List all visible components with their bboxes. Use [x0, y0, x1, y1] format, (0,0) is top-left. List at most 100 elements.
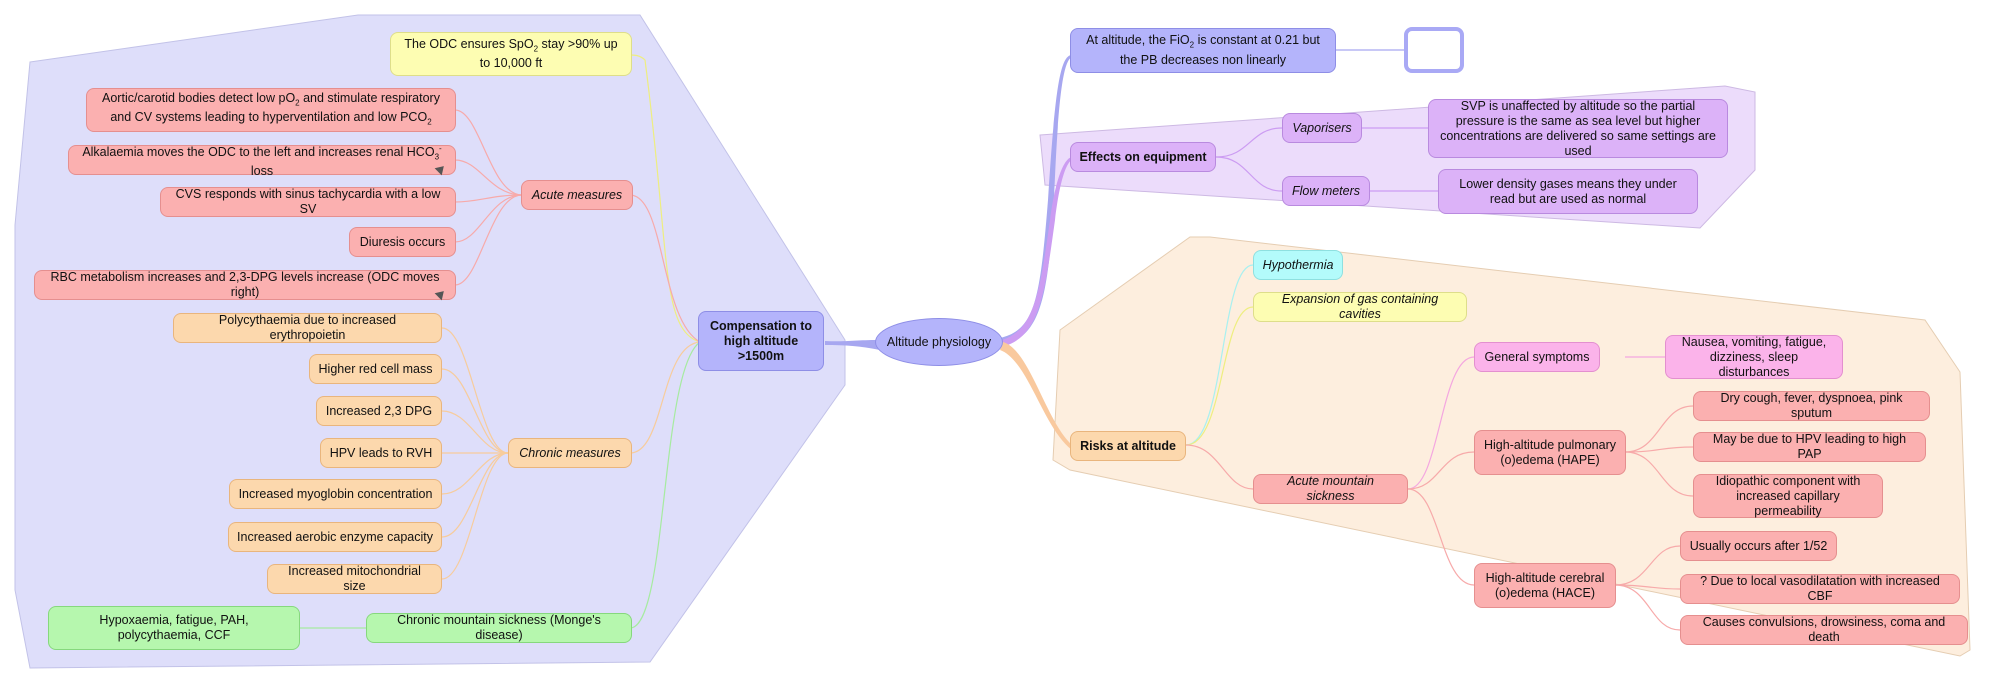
- flow-meters-detail-node[interactable]: Lower density gases means they under rea…: [1438, 169, 1698, 214]
- acute-measures-node[interactable]: Acute measures: [521, 180, 633, 210]
- chronic-item-text: Increased mitochondrial size: [288, 564, 421, 593]
- gas-expansion-node[interactable]: Expansion of gas containing cavities: [1253, 292, 1467, 322]
- aortic-carotid-text: Aortic/carotid bodies detect low pO2 and…: [102, 90, 440, 127]
- cms-detail-text: Hypoxaemia, fatigue, PAH, polycythaemia,…: [99, 613, 249, 642]
- edge-acute-rbc: [454, 194, 523, 286]
- cms-detail-node[interactable]: Hypoxaemia, fatigue, PAH, polycythaemia,…: [48, 606, 300, 650]
- edge-hypothermia: [1185, 264, 1254, 446]
- hace-item[interactable]: ? Due to local vasodilatation with incre…: [1680, 574, 1960, 604]
- vaporisers-detail-text: SVP is unaffected by altitude so the par…: [1440, 98, 1716, 158]
- general-symptoms-node[interactable]: General symptoms: [1474, 342, 1600, 372]
- chronic-mountain-sickness-node[interactable]: Chronic mountain sickness (Monge's disea…: [366, 613, 632, 643]
- branch-to-risks: [1000, 342, 1072, 450]
- edge-hape-1: [1624, 405, 1694, 453]
- hape-node[interactable]: High-altitude pulmonary (o)edema (HAPE): [1474, 430, 1626, 475]
- edge-general: [1407, 356, 1475, 490]
- chronic-item-text: Higher red cell mass: [318, 361, 433, 376]
- flow-meters-label: Flow meters: [1291, 183, 1361, 198]
- equipment-node[interactable]: Effects on equipment: [1070, 142, 1216, 172]
- hape-item-text: Dry cough, fever, dyspnoea, pink sputum: [1720, 391, 1903, 420]
- edge-chronic-7: [441, 452, 509, 580]
- branch-to-equipment: [1002, 157, 1072, 346]
- compensation-node[interactable]: Compensation to high altitude >1500m: [698, 311, 824, 371]
- edge-chronic-6: [441, 452, 509, 538]
- chronic-item[interactable]: HPV leads to RVH: [320, 438, 442, 468]
- hape-item[interactable]: May be due to HPV leading to high PAP: [1693, 432, 1926, 462]
- acute-measures-label: Acute measures: [531, 187, 623, 202]
- odc-note-text: The ODC ensures SpO2 stay >90% up to 10,…: [404, 36, 618, 71]
- risks-node[interactable]: Risks at altitude: [1070, 431, 1186, 461]
- chronic-measures-label: Chronic measures: [519, 445, 621, 460]
- hape-item[interactable]: Idiopathic component with increased capi…: [1693, 474, 1883, 518]
- fio2-text: At altitude, the FiO2 is constant at 0.2…: [1086, 33, 1320, 67]
- hape-item-text: Idiopathic component with increased capi…: [1715, 473, 1861, 518]
- chronic-measures-node[interactable]: Chronic measures: [508, 438, 632, 468]
- edge-acute-diuresis: [454, 194, 523, 243]
- root-node[interactable]: Altitude physiology: [875, 318, 1003, 366]
- hypothermia-node[interactable]: Hypothermia: [1253, 250, 1343, 280]
- edge-hace-3: [1614, 584, 1681, 631]
- chronic-item[interactable]: Increased aerobic enzyme capacity: [228, 522, 442, 552]
- hace-item-text: Causes convulsions, drowsiness, coma and…: [1702, 615, 1946, 644]
- edge-hape-2: [1624, 446, 1694, 453]
- hace-item-text: ? Due to local vasodilatation with incre…: [1700, 574, 1940, 603]
- alkalaemia-text: Alkalaemia moves the ODC to the left and…: [82, 143, 442, 179]
- hape-label: High-altitude pulmonary (o)edema (HAPE): [1483, 437, 1616, 467]
- edge-chronic-5: [441, 452, 509, 495]
- odc-note-node[interactable]: The ODC ensures SpO2 stay >90% up to 10,…: [390, 32, 632, 76]
- equipment-label: Effects on equipment: [1079, 149, 1207, 164]
- edge-gas: [1185, 306, 1254, 446]
- rbc-metabolism-node[interactable]: RBC metabolism increases and 2,3-DPG lev…: [34, 270, 456, 300]
- hace-label: High-altitude cerebral (o)edema (HACE): [1485, 570, 1605, 600]
- chronic-item[interactable]: Increased mitochondrial size: [267, 564, 442, 594]
- ams-label: Acute mountain sickness: [1287, 474, 1374, 503]
- chronic-item[interactable]: Polycythaemia due to increased erythropo…: [173, 313, 442, 343]
- image-placeholder-node[interactable]: [1404, 27, 1464, 73]
- hace-item-text: Usually occurs after 1/52: [1689, 538, 1828, 553]
- chronic-item[interactable]: Higher red cell mass: [309, 354, 442, 384]
- edge-odc-note: [629, 54, 701, 343]
- cms-label: Chronic mountain sickness (Monge's disea…: [397, 613, 601, 642]
- chronic-item[interactable]: Increased myoglobin concentration: [229, 479, 442, 509]
- chronic-item[interactable]: Increased 2,3 DPG: [316, 396, 442, 426]
- edge-hape: [1407, 451, 1475, 490]
- chronic-item-text: Increased aerobic enzyme capacity: [237, 529, 433, 544]
- vaporisers-node[interactable]: Vaporisers: [1282, 113, 1362, 143]
- flow-meters-detail-text: Lower density gases means they under rea…: [1459, 176, 1677, 206]
- edge-hape-3: [1624, 451, 1694, 497]
- risks-label: Risks at altitude: [1080, 438, 1176, 453]
- diuresis-node[interactable]: Diuresis occurs: [349, 227, 456, 257]
- edge-acute-aortic: [454, 109, 523, 196]
- hace-node[interactable]: High-altitude cerebral (o)edema (HACE): [1474, 563, 1616, 608]
- fio2-node[interactable]: At altitude, the FiO2 is constant at 0.2…: [1070, 28, 1336, 73]
- chronic-item-text: Polycythaemia due to increased erythropo…: [218, 313, 397, 342]
- general-symptoms-detail-node[interactable]: Nausea, vomiting, fatigue, dizziness, sl…: [1665, 335, 1843, 379]
- edge-hace-2: [1614, 584, 1681, 590]
- general-symptoms-detail-text: Nausea, vomiting, fatigue, dizziness, sl…: [1681, 334, 1827, 379]
- aortic-carotid-node[interactable]: Aortic/carotid bodies detect low pO2 and…: [86, 88, 456, 132]
- hace-item[interactable]: Usually occurs after 1/52: [1680, 531, 1837, 561]
- cvs-text: CVS responds with sinus tachycardia with…: [175, 187, 441, 216]
- vaporisers-detail-node[interactable]: SVP is unaffected by altitude so the par…: [1428, 99, 1728, 158]
- edge-chronic-3: [441, 410, 509, 454]
- alkalaemia-node[interactable]: Alkalaemia moves the ODC to the left and…: [68, 144, 456, 178]
- edge-chronic-1: [441, 327, 509, 454]
- edge-chronic-2: [441, 368, 509, 454]
- gas-expansion-label: Expansion of gas containing cavities: [1281, 292, 1439, 321]
- cvs-node[interactable]: CVS responds with sinus tachycardia with…: [160, 187, 456, 217]
- edge-cms: [629, 341, 701, 629]
- chronic-item-text: Increased myoglobin concentration: [238, 486, 433, 501]
- edge-acute-alk: [454, 159, 523, 196]
- flow-meters-node[interactable]: Flow meters: [1282, 176, 1370, 206]
- edge-chronic: [629, 341, 701, 454]
- hypothermia-label: Hypothermia: [1262, 257, 1334, 272]
- general-symptoms-label: General symptoms: [1484, 349, 1590, 364]
- acute-mountain-sickness-node[interactable]: Acute mountain sickness: [1253, 474, 1408, 504]
- rbc-metabolism-text: RBC metabolism increases and 2,3-DPG lev…: [50, 270, 440, 299]
- hace-item[interactable]: Causes convulsions, drowsiness, coma and…: [1680, 615, 1968, 645]
- edge-ams: [1185, 444, 1254, 490]
- edge-flow: [1215, 156, 1283, 192]
- edge-acute-cvs: [454, 194, 523, 203]
- hape-item[interactable]: Dry cough, fever, dyspnoea, pink sputum: [1693, 391, 1930, 421]
- chronic-item-text: HPV leads to RVH: [329, 445, 433, 460]
